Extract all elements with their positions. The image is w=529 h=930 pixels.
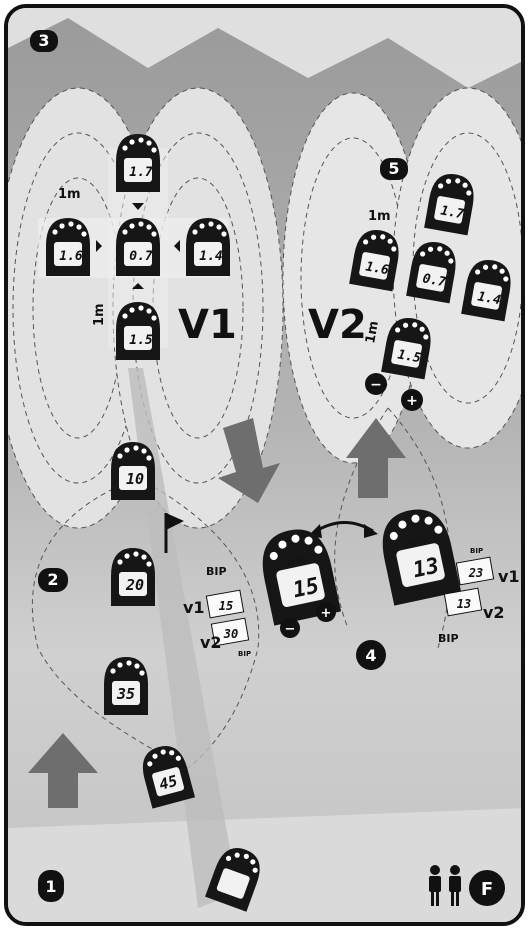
- avalanche-search-diagram: 45 35 20 10 1.7 1.6 0.7 1.4 1.5 1m 1m V1…: [8, 8, 521, 922]
- cross-v2-center: 0.7: [406, 238, 460, 304]
- svg-text:BIP: BIP: [438, 632, 459, 645]
- step-badge-1: 1: [38, 870, 64, 902]
- plus-sign-v2: [401, 389, 423, 411]
- svg-text:1.5: 1.5: [129, 333, 153, 348]
- cross-v1-right: 1.4: [186, 218, 230, 276]
- walk-direction-arrow: [28, 733, 98, 808]
- cross-v2-top: 1.7: [424, 170, 478, 236]
- svg-text:1.7: 1.7: [129, 165, 153, 180]
- search-device-35: 35: [104, 657, 148, 715]
- cross-v2-left: 1.6: [349, 226, 403, 292]
- svg-text:F: F: [481, 879, 493, 900]
- step-badge-final: F: [469, 870, 505, 906]
- cross-v2-bottom: 1.5: [381, 314, 435, 380]
- sky: [8, 8, 521, 88]
- svg-text:13: 13: [411, 553, 442, 583]
- svg-text:1.5: 1.5: [396, 347, 422, 366]
- mini-displays-right: 23 13 v1 v2 BIP BIP: [438, 547, 520, 645]
- search-device-10: 10: [111, 442, 155, 500]
- svg-text:v1: v1: [498, 567, 520, 586]
- snow-slope: [8, 808, 521, 922]
- svg-text:2: 2: [47, 570, 58, 589]
- svg-text:BIP: BIP: [206, 565, 227, 578]
- svg-text:v1: v1: [183, 598, 205, 617]
- svg-text:1: 1: [45, 877, 56, 896]
- svg-text:+: +: [406, 393, 418, 409]
- svg-text:10: 10: [126, 470, 144, 488]
- one-meter-label-v1-h: 1m: [58, 187, 81, 202]
- svg-text:1.7: 1.7: [439, 203, 465, 222]
- svg-text:1.4: 1.4: [476, 289, 502, 308]
- cross-v1-center: 0.7: [116, 218, 160, 276]
- svg-text:+: +: [321, 606, 332, 621]
- svg-text:0.7: 0.7: [421, 271, 447, 290]
- diagram-frame: 45 35 20 10 1.7 1.6 0.7 1.4 1.5 1m 1m V1…: [4, 4, 525, 926]
- svg-text:3: 3: [38, 31, 49, 50]
- arrow-to-v2: [346, 418, 406, 498]
- arrow-to-group: [218, 418, 280, 503]
- cross-v1-bottom: 1.5: [116, 302, 160, 360]
- svg-text:5: 5: [388, 159, 399, 178]
- mini-displays-left: 15 30 v1 v2 BIP BIP: [183, 565, 251, 658]
- svg-text:30: 30: [223, 627, 238, 641]
- svg-text:45: 45: [157, 772, 179, 794]
- svg-text:v2: v2: [200, 633, 222, 652]
- one-meter-label-v2-v: 1m: [363, 320, 382, 345]
- search-path-ray: [128, 368, 238, 908]
- svg-text:0.7: 0.7: [129, 249, 153, 264]
- cross-v2-right: 1.4: [461, 256, 515, 322]
- svg-text:15: 15: [291, 573, 322, 603]
- two-people-icon: [429, 865, 461, 906]
- plus-sign-multi: [316, 602, 336, 622]
- minus-sign-v2: [365, 373, 387, 395]
- svg-text:−: −: [285, 622, 296, 637]
- svg-text:BIP: BIP: [238, 650, 251, 658]
- search-device-45: 45: [137, 741, 196, 809]
- minus-sign-multi: [280, 618, 300, 638]
- one-meter-label-v1-v: 1m: [92, 303, 107, 326]
- step-badge-2: 2: [38, 568, 68, 592]
- svg-text:1.4: 1.4: [199, 249, 223, 264]
- svg-text:35: 35: [116, 685, 135, 703]
- svg-text:15: 15: [219, 599, 233, 613]
- svg-text:1.6: 1.6: [364, 259, 390, 278]
- cross-v1-left: 1.6: [46, 218, 90, 276]
- v1-label: V1: [178, 302, 237, 348]
- multi-device-right: ARVA 13: [375, 503, 462, 606]
- svg-text:v2: v2: [483, 603, 505, 622]
- step-badge-3: 3: [30, 30, 58, 52]
- search-device-20: 20: [111, 548, 155, 606]
- flag: [166, 513, 184, 530]
- svg-text:20: 20: [125, 576, 144, 594]
- svg-text:4: 4: [365, 646, 376, 665]
- svg-text:23: 23: [468, 566, 483, 580]
- svg-text:13: 13: [457, 597, 471, 611]
- svg-text:ARVA: ARVA: [406, 535, 428, 548]
- multi-device-left: ARVA 15: [255, 523, 342, 626]
- svg-text:BIP: BIP: [470, 547, 483, 555]
- one-meter-label-v2-h: 1m: [368, 209, 391, 224]
- step-badge-5: 5: [380, 158, 408, 180]
- svg-text:−: −: [370, 377, 382, 393]
- step-badge-4: 4: [356, 640, 386, 670]
- cross-v1-top: 1.7: [116, 134, 160, 192]
- svg-text:1.6: 1.6: [59, 249, 83, 264]
- cross-v1-arrows: [96, 203, 180, 289]
- v2-label: V2: [308, 302, 367, 348]
- svg-text:ARVA: ARVA: [286, 555, 308, 568]
